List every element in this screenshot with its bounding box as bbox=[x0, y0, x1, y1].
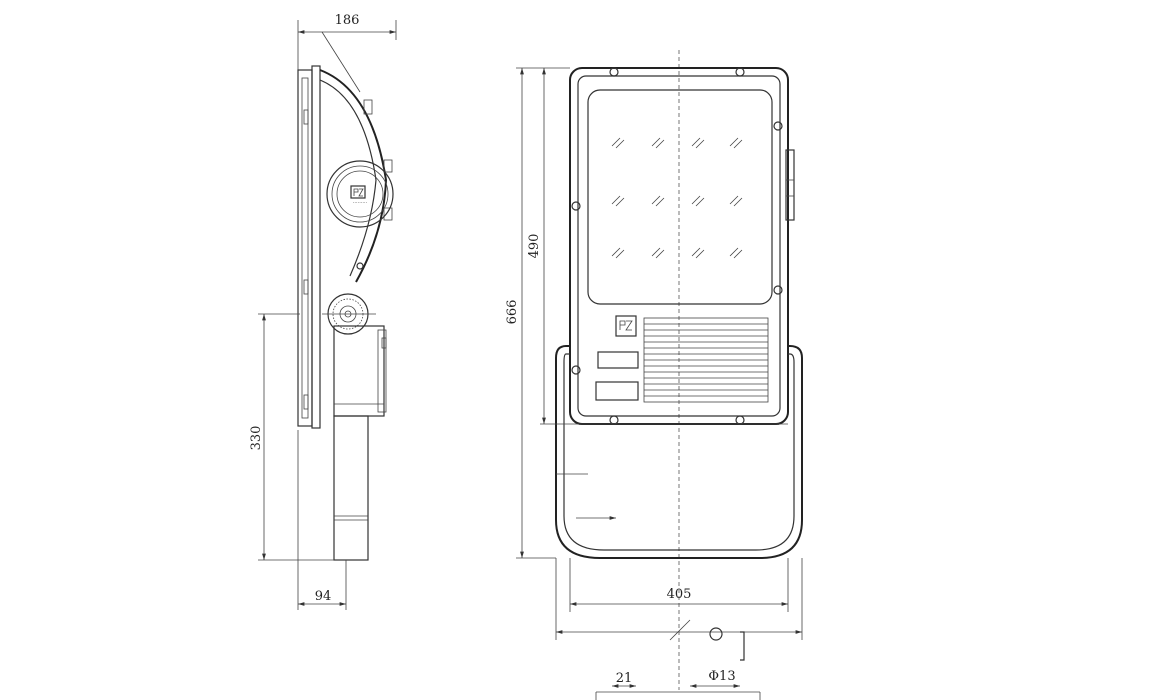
side-view: 186 ········· bbox=[249, 13, 397, 610]
pz-logo-icon bbox=[350, 185, 366, 199]
screws bbox=[571, 67, 783, 425]
dim-front-glass-height: 490 bbox=[527, 234, 542, 259]
svg-text:·········: ········· bbox=[353, 200, 368, 206]
dim-front-width: 405 bbox=[667, 587, 692, 602]
dim-bolt-offset: 21 bbox=[616, 671, 633, 686]
front-view: 666 490 405 21 Φ13 bbox=[505, 50, 803, 700]
dim-bolt-diameter: Φ13 bbox=[708, 669, 735, 684]
dim-side-top-width: 186 bbox=[335, 13, 360, 28]
dim-side-bottom-width: 94 bbox=[315, 589, 332, 604]
dim-side-height: 330 bbox=[249, 426, 264, 451]
nameplate-upper bbox=[597, 351, 639, 369]
led-marks bbox=[611, 137, 743, 259]
dim-front-total-height: 666 bbox=[505, 300, 520, 325]
nameplate-lower bbox=[595, 381, 639, 401]
vent-grille bbox=[643, 317, 769, 403]
pz-logo-icon bbox=[615, 315, 637, 337]
